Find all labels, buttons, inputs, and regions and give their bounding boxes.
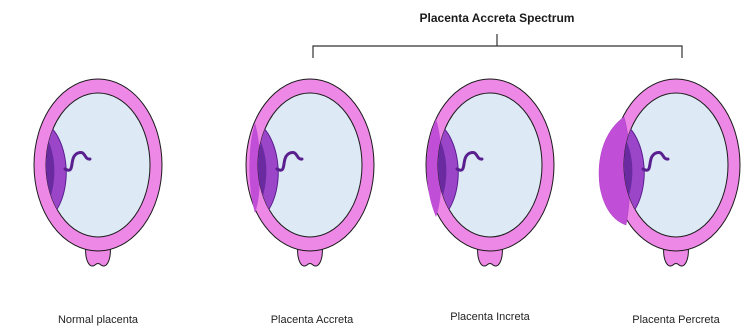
uterus-percreta-icon [599,79,740,266]
uterus-normal-placenta-icon [34,79,162,266]
uterus-increta-icon [426,79,554,266]
spectrum-bracket [313,34,682,58]
label-placenta-accreta: Placenta Accreta [271,314,354,326]
label-placenta-increta: Placenta Increta [450,311,530,323]
label-normal-placenta: Normal placenta [58,314,139,326]
uterus-accreta-icon [246,79,374,266]
spectrum-title: Placenta Accreta Spectrum [420,11,575,25]
label-placenta-percreta: Placenta Percreta [632,314,720,326]
